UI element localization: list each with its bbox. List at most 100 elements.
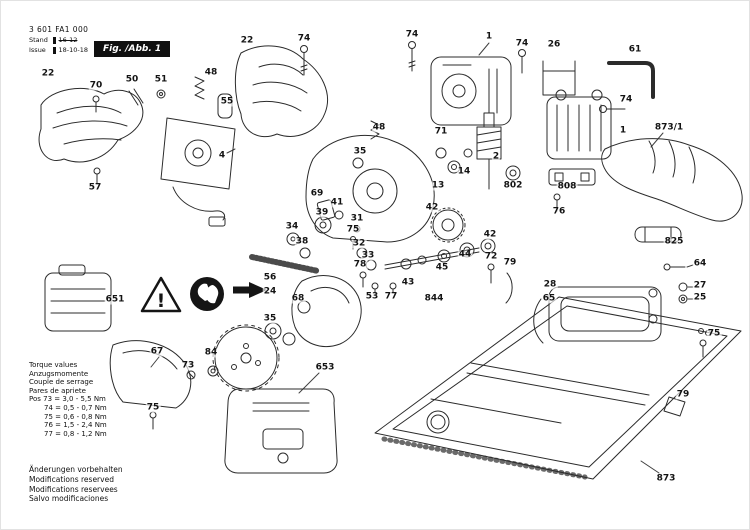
guard-base-assembly-drawing <box>533 263 711 417</box>
part-number-callout: 56 <box>262 272 278 283</box>
divider-bar-icon <box>53 36 56 44</box>
torque-row: Pos 73 = 3,0 - 5,5 Nm <box>29 395 106 404</box>
part-number-callout: 1 <box>484 31 494 42</box>
part-number-callout: 79 <box>675 389 691 400</box>
title-block: 3 601 FA1 000 Stand 16-12 Issue 18-10-18 <box>29 25 88 54</box>
part-number-callout: 32 <box>351 238 367 249</box>
torque-title-line: Couple de serrage <box>29 378 94 387</box>
part-number-callout: 76 <box>551 206 567 217</box>
part-number-callout: 50 <box>124 74 140 85</box>
part-number-callout: 22 <box>239 35 255 46</box>
part-number-callout: 31 <box>349 213 365 224</box>
part-number-callout: 44 <box>457 249 473 260</box>
part-number-callout: 651 <box>104 294 126 305</box>
part-number-callout: 45 <box>434 262 450 273</box>
part-number-callout: 39 <box>314 207 330 218</box>
field-housing-drawing <box>546 89 612 212</box>
part-number-callout: 53 <box>364 291 380 302</box>
part-number-callout: 33 <box>360 250 376 261</box>
part-number-callout: 26 <box>546 39 562 50</box>
torque-row: 74 = 0,5 - 0,7 Nm <box>44 403 107 412</box>
part-number-callout: 14 <box>456 166 472 177</box>
pointing-arrow-icon <box>233 282 267 298</box>
part-number-callout: 13 <box>430 180 446 191</box>
part-number-callout: 75 <box>145 402 161 413</box>
part-number-callout: 42 <box>482 229 498 240</box>
part-number-callout: 69 <box>309 188 325 199</box>
base-plate-drawing <box>374 296 742 480</box>
aux-handle-drawing <box>601 138 743 243</box>
part-number-callout: 55 <box>219 96 235 107</box>
part-number-callout: 35 <box>352 146 368 157</box>
part-number-callout: 74 <box>404 29 420 40</box>
motor-unit-drawing <box>430 56 521 190</box>
part-number-callout: 61 <box>627 44 643 55</box>
part-number-callout: 71 <box>433 126 449 137</box>
part-number-callout: 74 <box>296 33 312 44</box>
rear-housing-drawing <box>38 76 233 185</box>
part-number-callout: 2 <box>491 151 501 162</box>
warning-exclamation-glyph: ! <box>157 290 166 312</box>
part-number-callout: 844 <box>423 293 445 304</box>
bracket-and-hexkey-drawing <box>542 60 655 99</box>
issue-value: 18-10-18 <box>58 46 89 54</box>
torque-title-line: Anzugsmomente <box>29 369 89 378</box>
catalog-number: 3 601 FA1 000 <box>29 25 89 34</box>
stand-value: 16-12 <box>58 36 78 44</box>
part-number-callout: 34 <box>284 221 300 232</box>
part-number-callout: 72 <box>483 251 499 262</box>
part-number-callout: 51 <box>153 74 169 85</box>
part-number-callout: 35 <box>262 313 278 324</box>
part-number-callout: 22 <box>40 68 56 79</box>
issue-label: Issue <box>29 46 46 54</box>
divider-bar-icon <box>53 46 56 54</box>
part-number-callout: 79 <box>502 257 518 268</box>
top-housing-drawing <box>234 45 329 138</box>
revision-note-line: Modifications reserved <box>29 474 114 484</box>
part-number-callout: 802 <box>502 180 524 191</box>
gloves-glyph <box>197 283 219 304</box>
part-number-callout: 25 <box>692 292 708 303</box>
motor-bracket-drawing <box>160 117 236 227</box>
part-number-callout: 43 <box>400 277 416 288</box>
part-number-callout: 48 <box>203 67 219 78</box>
part-number-callout: 75 <box>345 224 361 235</box>
part-number-callout: 70 <box>88 80 104 91</box>
safety-icons: ! <box>140 276 267 313</box>
warning-triangle-icon <box>140 276 182 313</box>
part-number-callout: 78 <box>352 259 368 270</box>
lower-guard-drawing <box>264 275 362 348</box>
part-number-callout: 48 <box>371 122 387 133</box>
charger-drawing <box>224 388 338 474</box>
revision-note-line: Modifications reservees <box>29 484 118 494</box>
part-number-callout: 75 <box>706 328 722 339</box>
part-number-callout: 873 <box>655 473 677 484</box>
torque-row: 76 = 1,5 - 2,4 Nm <box>44 421 107 430</box>
part-number-callout: 57 <box>87 182 103 193</box>
part-number-callout: 28 <box>542 279 558 290</box>
part-number-callout: 84 <box>203 347 219 358</box>
screw-icons <box>300 41 626 113</box>
stand-label: Stand <box>29 36 48 44</box>
figure-badge: Fig. /Abb. 1 <box>94 41 171 57</box>
part-number-callout: 74 <box>514 38 530 49</box>
part-number-callout: 27 <box>692 280 708 291</box>
part-number-callout: 65 <box>541 293 557 304</box>
part-number-callout: 38 <box>294 236 310 247</box>
part-number-callout: 73 <box>180 360 196 371</box>
part-number-callout: 825 <box>663 236 685 247</box>
upper-guard-drawing <box>305 120 435 243</box>
part-number-callout: 67 <box>149 346 165 357</box>
stand-row: Stand 16-12 <box>29 36 88 44</box>
torque-row: 77 = 0,8 - 1,2 Nm <box>44 429 107 438</box>
battery-drawing <box>44 264 112 332</box>
part-number-callout: 41 <box>329 197 345 208</box>
torque-title-line: Pares de apriete <box>29 386 86 395</box>
part-number-callout: 4 <box>217 150 227 161</box>
torque-row: 75 = 0,6 - 0,8 Nm <box>44 412 107 421</box>
revision-note-line: Salvo modificaciones <box>29 494 109 504</box>
